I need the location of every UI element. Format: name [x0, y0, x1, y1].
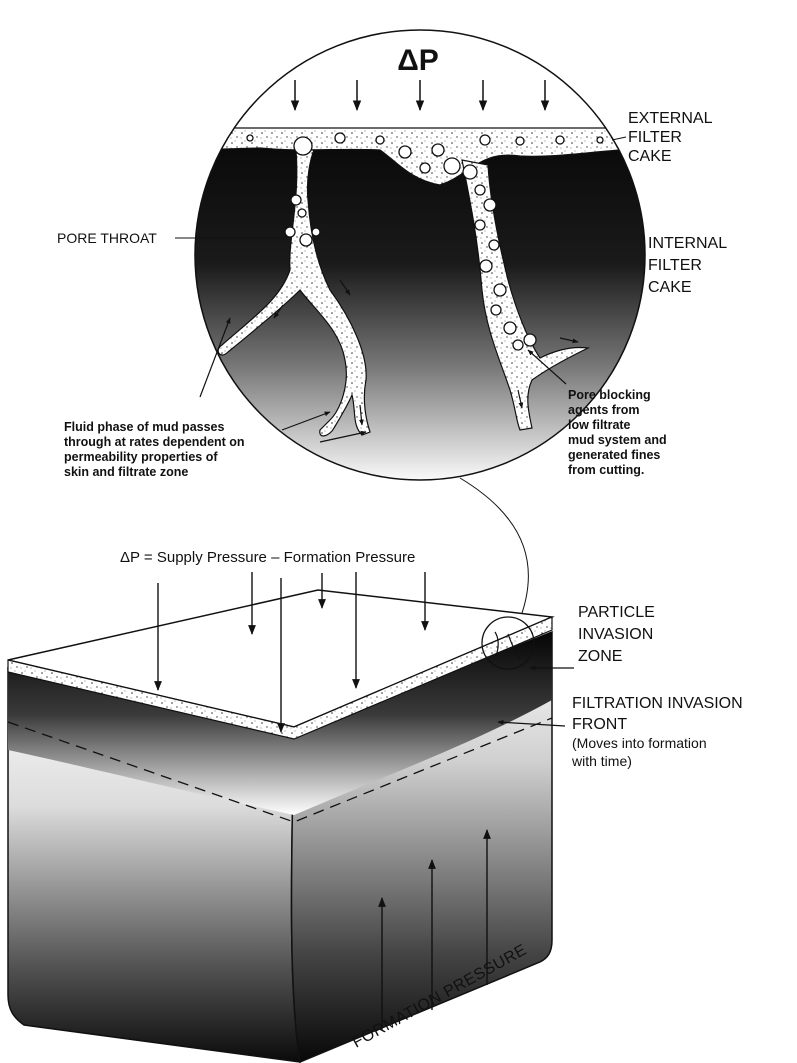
svg-text:through at rates dependent on: through at rates dependent on	[64, 435, 245, 449]
svg-text:FRONT: FRONT	[572, 716, 627, 733]
pressure-formula: ΔP = Supply Pressure – Formation Pressur…	[120, 549, 415, 566]
svg-text:(Moves into formation: (Moves into formation	[572, 735, 707, 751]
svg-text:INVASION: INVASION	[578, 626, 653, 643]
internal-filter-cake-label: INTERNAL FILTER CAKE	[648, 235, 727, 296]
svg-text:CAKE: CAKE	[628, 148, 672, 165]
delta-p-label: ΔP	[397, 44, 439, 77]
svg-text:EXTERNAL: EXTERNAL	[628, 110, 713, 127]
svg-text:Fluid phase of mud passes: Fluid phase of mud passes	[64, 420, 224, 434]
svg-text:generated fines: generated fines	[568, 448, 660, 462]
pore-blocking-note: Pore blocking agents from low filtrate m…	[568, 388, 667, 477]
svg-text:permeability properties of: permeability properties of	[64, 450, 218, 464]
filtration-front-label: FILTRATION INVASION FRONT (Moves into fo…	[571, 695, 743, 769]
pore-throat-label: PORE THROAT	[57, 230, 157, 246]
svg-text:ZONE: ZONE	[578, 648, 622, 665]
svg-text:skin and filtrate zone: skin and filtrate zone	[64, 465, 188, 479]
particle-invasion-zone-label: PARTICLE INVASION ZONE	[578, 604, 655, 665]
svg-text:low filtrate: low filtrate	[568, 418, 631, 432]
svg-text:CAKE: CAKE	[648, 279, 692, 296]
external-filter-cake-label: EXTERNAL FILTER CAKE	[612, 110, 713, 165]
fluid-phase-note: Fluid phase of mud passes through at rat…	[64, 420, 245, 479]
svg-text:FILTRATION INVASION: FILTRATION INVASION	[572, 695, 743, 712]
svg-text:mud system and: mud system and	[568, 433, 667, 447]
svg-text:FILTER: FILTER	[628, 129, 682, 146]
svg-text:agents from: agents from	[568, 403, 640, 417]
magnifier-connector	[460, 478, 528, 624]
svg-text:Pore blocking: Pore blocking	[568, 388, 651, 402]
svg-text:INTERNAL: INTERNAL	[648, 235, 727, 252]
svg-text:from cutting.: from cutting.	[568, 463, 644, 477]
svg-text:with time): with time)	[571, 753, 632, 769]
svg-text:PARTICLE: PARTICLE	[578, 604, 655, 621]
formation-block	[8, 590, 552, 1062]
svg-text:FILTER: FILTER	[648, 257, 702, 274]
